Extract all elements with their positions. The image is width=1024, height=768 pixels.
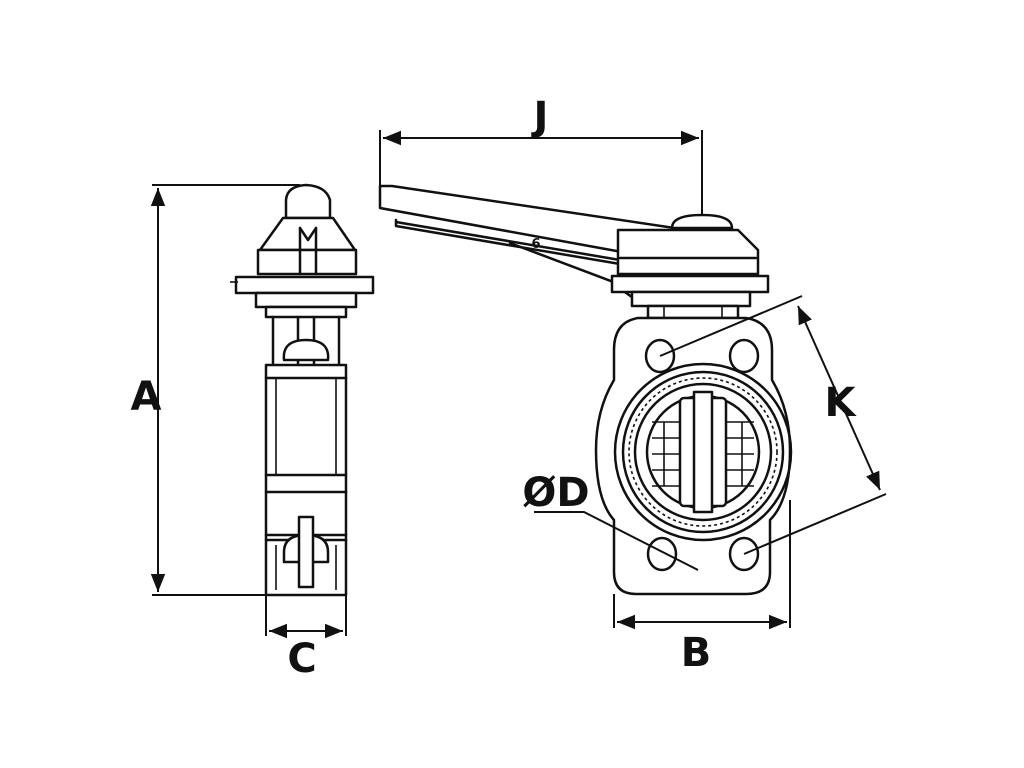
front-view xyxy=(378,184,793,596)
dimension-lines xyxy=(150,130,887,639)
dimension-label-b: B xyxy=(681,630,712,676)
dimension-label-d: ØD xyxy=(522,470,589,516)
handle-mark: 6 xyxy=(531,237,540,252)
dimension-label-a: A xyxy=(131,374,162,420)
dimension-label-c: C xyxy=(287,636,316,682)
dimension-label-j: J xyxy=(531,94,549,140)
dimension-label-k: K xyxy=(825,380,858,426)
side-view xyxy=(230,183,375,597)
